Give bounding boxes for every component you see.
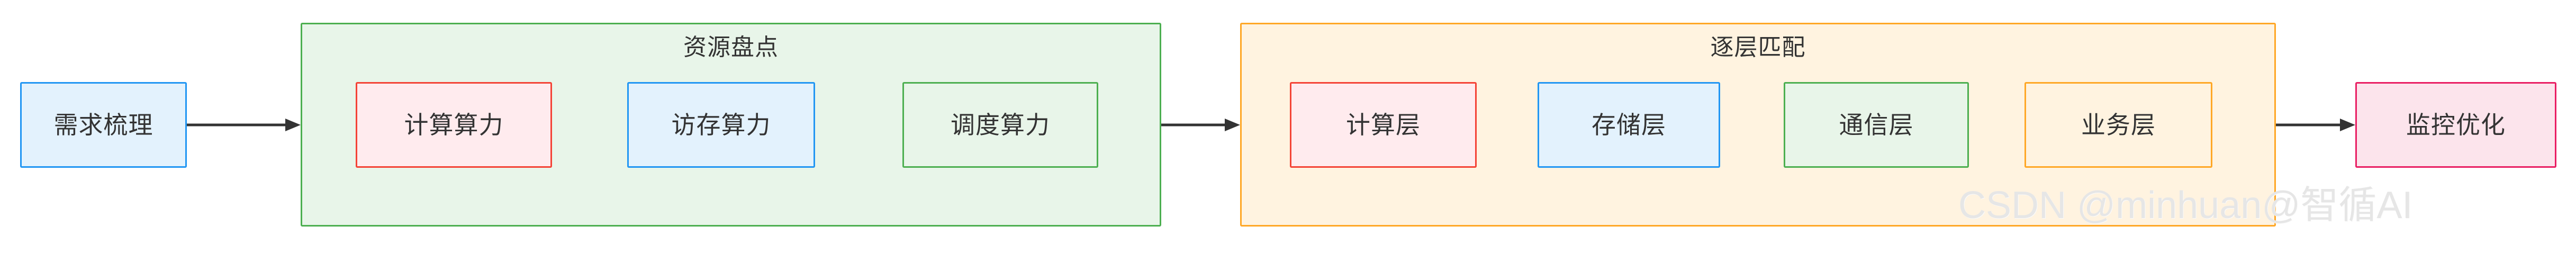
connector-arrow-1 xyxy=(187,117,301,133)
node-scheduling-power[interactable]: 调度算力 xyxy=(902,82,1098,168)
node-requirement-analysis[interactable]: 需求梳理 xyxy=(20,82,187,168)
node-memory-access-power[interactable]: 访存算力 xyxy=(627,82,815,168)
node-label: 监控优化 xyxy=(2406,111,2506,139)
group-title: 逐层匹配 xyxy=(1710,34,1806,60)
node-label: 存储层 xyxy=(1592,111,1666,139)
node-monitoring-optimization[interactable]: 监控优化 xyxy=(2355,82,2556,168)
node-label: 调度算力 xyxy=(951,111,1050,139)
node-communication-layer[interactable]: 通信层 xyxy=(1784,82,1969,168)
node-label: 访存算力 xyxy=(671,111,771,139)
connector-arrow-2 xyxy=(1161,117,1240,133)
node-label: 需求梳理 xyxy=(53,111,153,139)
node-label: 计算算力 xyxy=(404,111,504,139)
node-compute-power[interactable]: 计算算力 xyxy=(356,82,552,168)
node-label: 业务层 xyxy=(2081,111,2156,139)
node-business-layer[interactable]: 业务层 xyxy=(2024,82,2212,168)
node-storage-layer[interactable]: 存储层 xyxy=(1538,82,1720,168)
group-title: 资源盘点 xyxy=(683,34,779,60)
connector-arrow-3 xyxy=(2276,117,2355,133)
node-label: 通信层 xyxy=(1839,111,1914,139)
node-label: 计算层 xyxy=(1346,111,1421,139)
node-compute-layer[interactable]: 计算层 xyxy=(1290,82,1477,168)
